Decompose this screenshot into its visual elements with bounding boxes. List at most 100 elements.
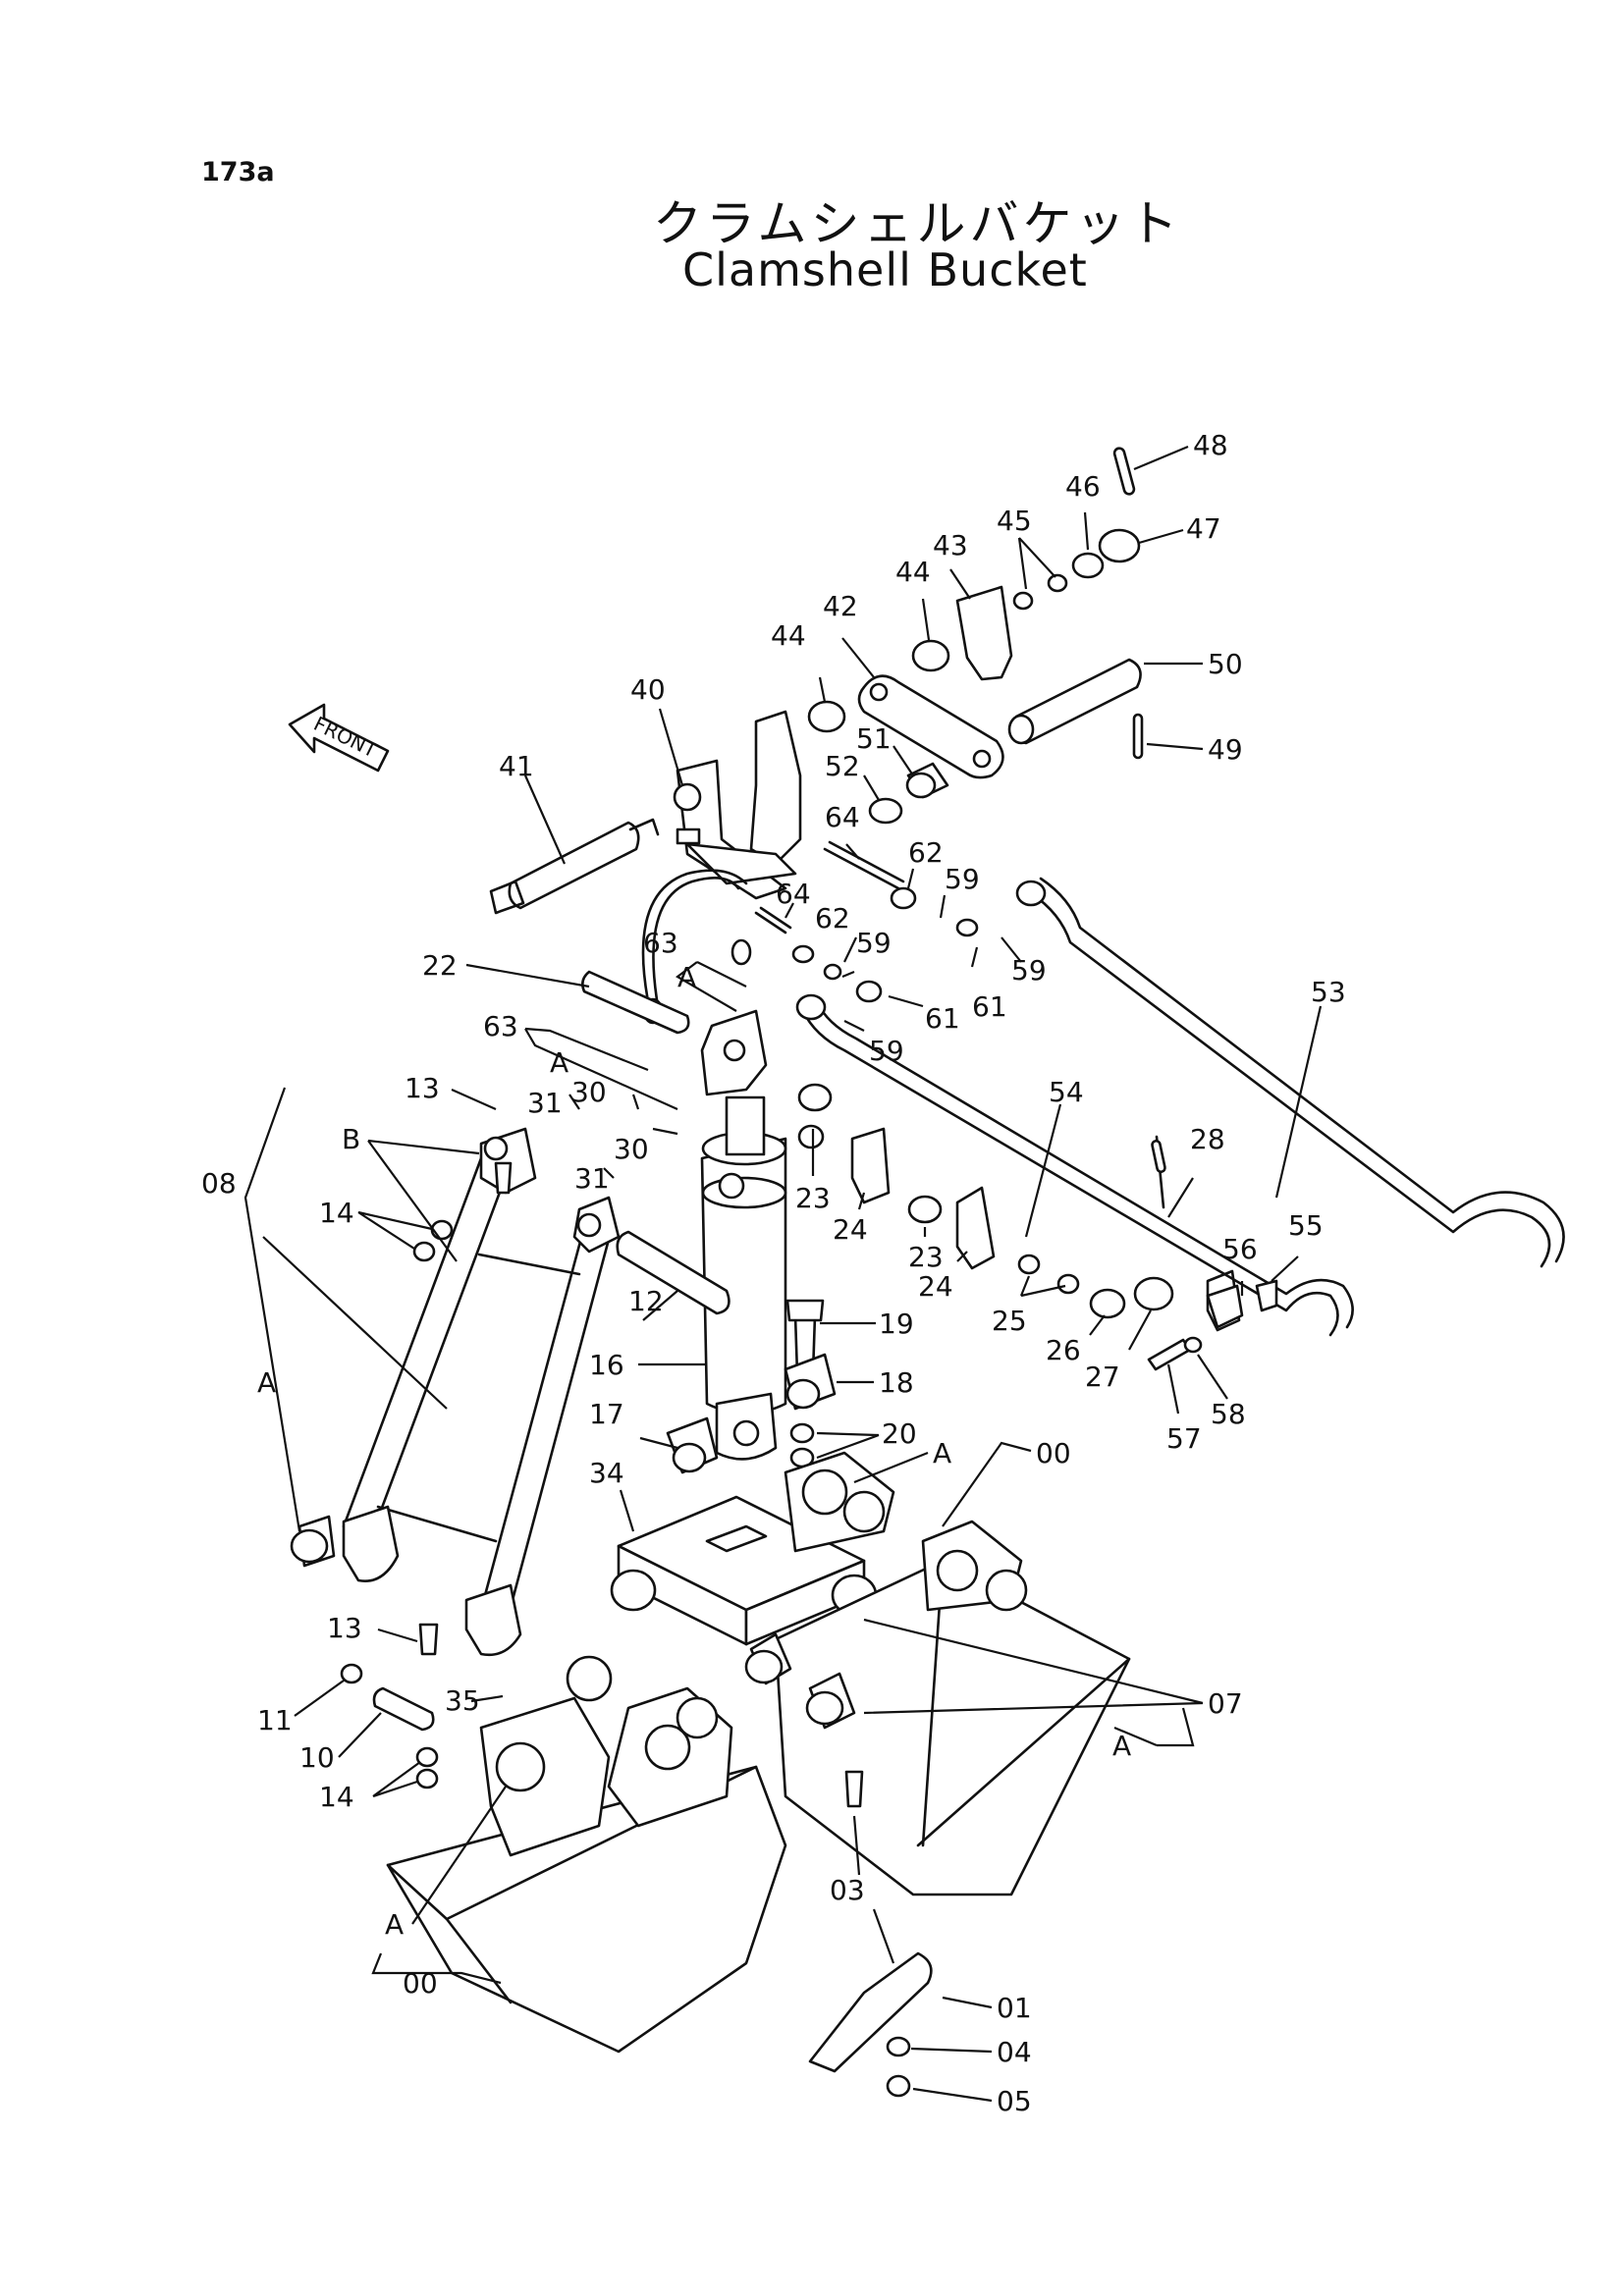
pin-retainer-parts bbox=[807, 447, 1141, 733]
callout-18: 18 bbox=[879, 1366, 914, 1399]
callout-58: 58 bbox=[1211, 1398, 1246, 1430]
callout-51: 51 bbox=[856, 722, 892, 755]
page-number: 173a bbox=[201, 157, 275, 187]
front-arrow-icon: FRONT bbox=[288, 703, 390, 773]
callout-01: 01 bbox=[997, 1992, 1032, 2024]
callout-08: 08 bbox=[201, 1167, 237, 1200]
callout-05: 05 bbox=[997, 2085, 1032, 2117]
callout-13: 13 bbox=[327, 1612, 362, 1644]
callout-17: 17 bbox=[589, 1398, 624, 1430]
callout-25: 25 bbox=[992, 1305, 1027, 1337]
callout-24: 24 bbox=[833, 1213, 868, 1246]
callout-10: 10 bbox=[299, 1741, 335, 1774]
callout-07: 07 bbox=[1208, 1687, 1243, 1720]
callout-43: 43 bbox=[933, 529, 968, 561]
pin-50 bbox=[1007, 658, 1144, 760]
callout-49: 49 bbox=[1208, 733, 1243, 766]
callout-23: 23 bbox=[795, 1182, 831, 1214]
callout-45: 45 bbox=[997, 505, 1032, 537]
callout-00: 00 bbox=[403, 1967, 438, 2000]
callout-24: 24 bbox=[918, 1270, 953, 1303]
callout-b: B bbox=[342, 1123, 360, 1155]
callout-00: 00 bbox=[1036, 1437, 1071, 1469]
callout-26: 26 bbox=[1046, 1334, 1081, 1366]
callout-44: 44 bbox=[771, 619, 806, 652]
callout-31: 31 bbox=[527, 1087, 563, 1119]
callout-12: 12 bbox=[628, 1285, 664, 1317]
callout-40: 40 bbox=[630, 673, 666, 706]
callout-22: 22 bbox=[422, 949, 458, 982]
title-japanese: クラムシェルバケット bbox=[653, 195, 1182, 252]
callout-59: 59 bbox=[945, 863, 980, 895]
callout-63: 63 bbox=[483, 1010, 518, 1042]
clamp-parts bbox=[1147, 1135, 1278, 1371]
callout-64: 64 bbox=[825, 801, 860, 833]
callout-61: 61 bbox=[925, 1002, 960, 1035]
pin-12 bbox=[616, 1230, 730, 1315]
callout-44: 44 bbox=[895, 556, 931, 588]
callout-14: 14 bbox=[319, 1781, 354, 1813]
callout-41: 41 bbox=[499, 750, 534, 782]
callout-62: 62 bbox=[815, 902, 850, 934]
callout-28: 28 bbox=[1190, 1123, 1225, 1155]
callout-a: A bbox=[550, 1046, 568, 1079]
pin-41 bbox=[489, 818, 660, 915]
title-english: Clamshell Bucket bbox=[682, 243, 1088, 296]
callout-63: 63 bbox=[643, 927, 678, 959]
leader-lines bbox=[243, 445, 1323, 2103]
callout-30: 30 bbox=[614, 1133, 649, 1165]
callout-20: 20 bbox=[882, 1417, 917, 1450]
callout-53: 53 bbox=[1311, 976, 1346, 1008]
cross-beam bbox=[610, 1495, 878, 1646]
pipe-54 bbox=[795, 993, 1354, 1337]
pin-22 bbox=[581, 970, 690, 1035]
callout-56: 56 bbox=[1222, 1233, 1258, 1265]
callout-61: 61 bbox=[972, 990, 1007, 1023]
callout-31: 31 bbox=[574, 1162, 610, 1195]
callout-46: 46 bbox=[1065, 470, 1101, 503]
washers-brackets bbox=[797, 1083, 1241, 1332]
callout-a: A bbox=[677, 961, 696, 993]
callout-48: 48 bbox=[1193, 429, 1228, 461]
bracket-40 bbox=[673, 710, 802, 900]
callout-23: 23 bbox=[908, 1241, 944, 1273]
callout-a: A bbox=[385, 1908, 404, 1941]
callout-34: 34 bbox=[589, 1457, 624, 1489]
callout-42: 42 bbox=[823, 590, 858, 622]
callout-a: A bbox=[257, 1366, 276, 1399]
callout-55: 55 bbox=[1288, 1209, 1324, 1242]
callout-labels: 48 47 46 45 43 44 42 44 50 40 51 49 41 5… bbox=[201, 429, 1346, 2117]
callout-64: 64 bbox=[776, 878, 811, 910]
tooth-hardware bbox=[808, 1770, 933, 2098]
callout-03: 03 bbox=[830, 1874, 865, 1906]
callout-59: 59 bbox=[1011, 954, 1047, 987]
callout-19: 19 bbox=[879, 1308, 914, 1340]
hydraulic-hoses bbox=[641, 840, 979, 1025]
callout-14: 14 bbox=[319, 1197, 354, 1229]
bushings-07 bbox=[290, 1528, 856, 1730]
pin-10-hardware bbox=[340, 1161, 513, 1789]
callout-50: 50 bbox=[1208, 648, 1243, 680]
callout-30: 30 bbox=[571, 1076, 607, 1108]
callout-16: 16 bbox=[589, 1349, 624, 1381]
callout-a: A bbox=[933, 1437, 951, 1469]
bushing-washer bbox=[868, 762, 949, 825]
callout-47: 47 bbox=[1186, 512, 1221, 545]
callout-35: 35 bbox=[445, 1684, 480, 1717]
callout-62: 62 bbox=[908, 836, 944, 869]
callout-a: A bbox=[1112, 1730, 1131, 1762]
callout-59: 59 bbox=[869, 1035, 904, 1067]
pipe-53 bbox=[1015, 877, 1565, 1268]
callout-27: 27 bbox=[1085, 1361, 1120, 1393]
hydraulic-cylinder bbox=[700, 1009, 787, 1461]
callout-54: 54 bbox=[1049, 1076, 1084, 1108]
callout-57: 57 bbox=[1166, 1422, 1202, 1455]
callout-11: 11 bbox=[257, 1704, 293, 1736]
link-plate bbox=[857, 674, 1004, 779]
callout-52: 52 bbox=[825, 750, 860, 782]
bucket-half-right bbox=[774, 1451, 1131, 1896]
callout-59: 59 bbox=[856, 927, 892, 959]
callout-13: 13 bbox=[405, 1072, 440, 1104]
callout-04: 04 bbox=[997, 2036, 1032, 2068]
